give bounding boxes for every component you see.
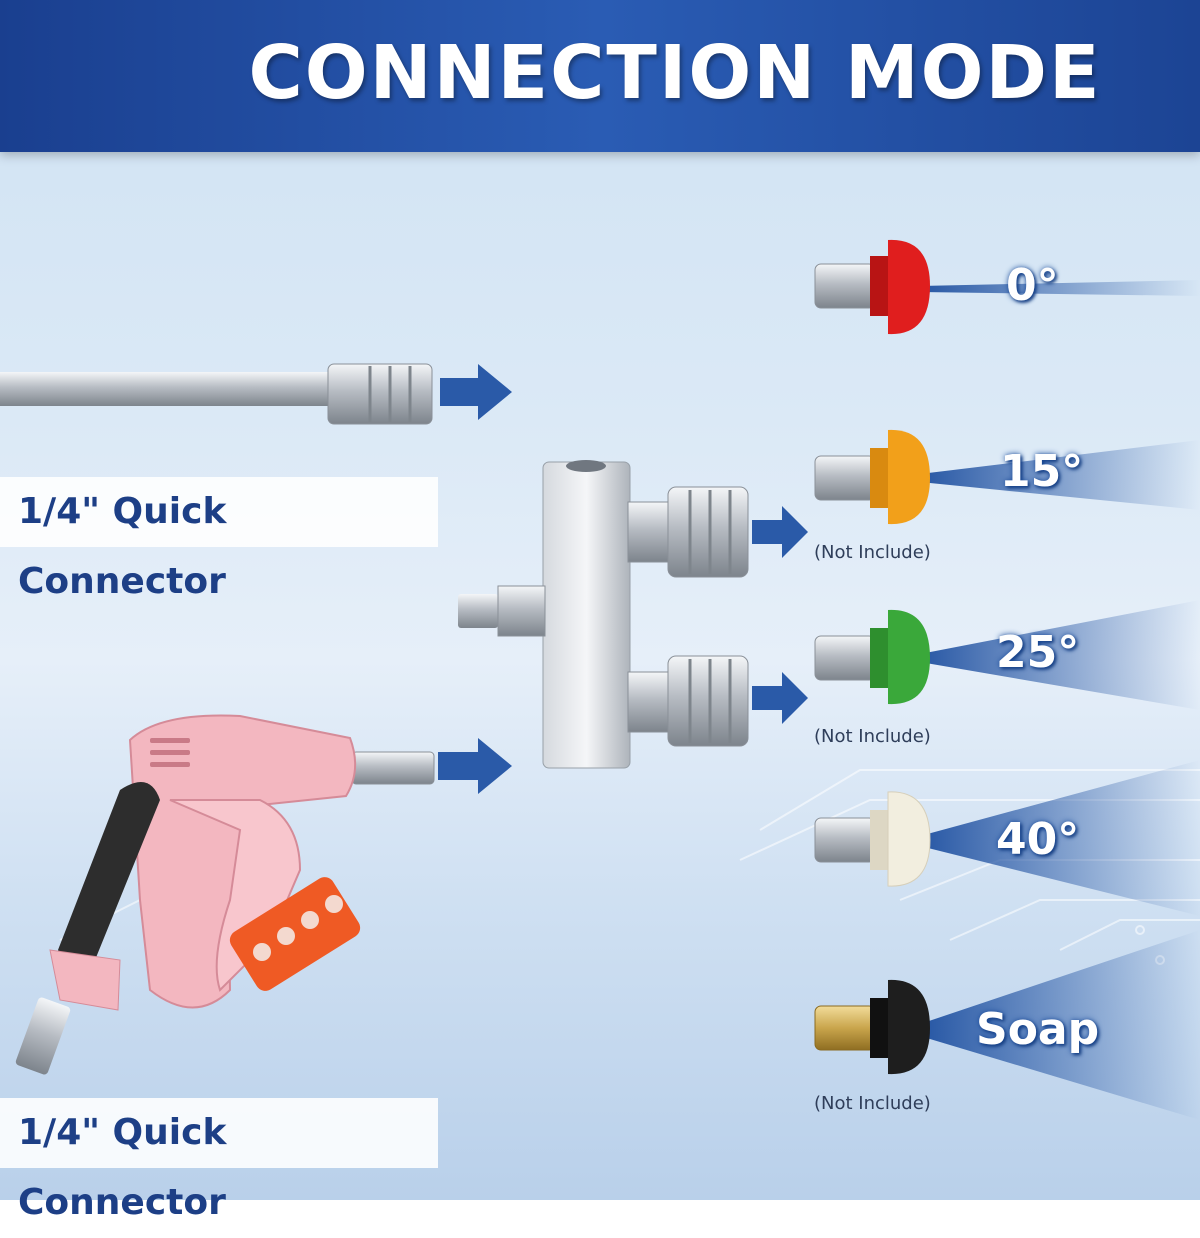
wand-connector-label: 1/4" Quick Connector xyxy=(0,477,438,602)
not-include-note-1: (Not Include) xyxy=(814,542,931,563)
gun-connector-label: 1/4" Quick Connector xyxy=(0,1098,438,1223)
arrow-wand xyxy=(440,364,512,420)
output-coupler-bottom xyxy=(627,655,749,747)
adapter-block xyxy=(458,460,749,769)
lance-wand xyxy=(0,363,433,425)
nozzle-0 xyxy=(814,239,1200,335)
page-title: CONNECTION MODE xyxy=(248,30,1102,116)
angle-label-0: 0° xyxy=(1006,260,1059,311)
spray-gun xyxy=(15,714,435,1075)
angle-label-soap: Soap xyxy=(976,1004,1100,1055)
arrow-output-bottom xyxy=(752,672,808,724)
arrow-gun xyxy=(438,738,512,794)
product-illustration xyxy=(0,239,1200,1120)
angle-label-25: 25° xyxy=(996,627,1080,678)
title-banner: CONNECTION MODE xyxy=(0,0,1200,152)
nozzle-holder xyxy=(229,877,361,991)
angle-label-15: 15° xyxy=(1000,446,1084,497)
nozzle-15 xyxy=(814,429,1200,525)
nozzle-soap xyxy=(814,930,1200,1120)
not-include-note-3: (Not Include) xyxy=(814,1093,931,1114)
not-include-note-2: (Not Include) xyxy=(814,726,931,747)
output-coupler-top xyxy=(627,486,749,578)
angle-label-40: 40° xyxy=(996,814,1080,865)
arrow-output-top xyxy=(752,506,808,558)
nozzle-40 xyxy=(814,760,1200,916)
nozzle-25 xyxy=(814,600,1200,710)
